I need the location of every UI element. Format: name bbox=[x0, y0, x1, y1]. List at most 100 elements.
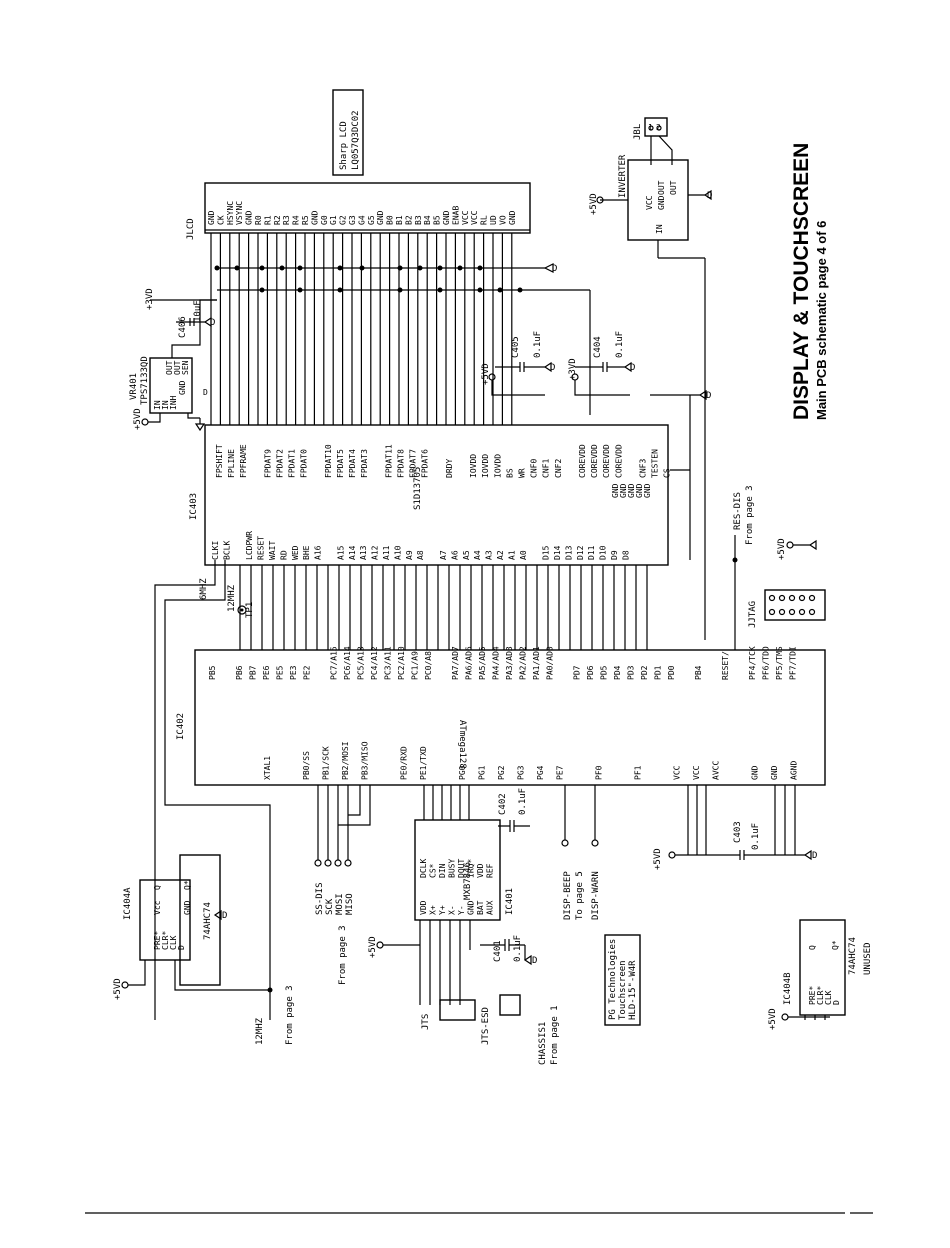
jlcd-pin-label: G0 bbox=[320, 215, 329, 225]
ic403-pin-label: WAIT bbox=[268, 541, 277, 560]
ic402-pin-label: PC6/A14 bbox=[343, 646, 352, 680]
ic401-label: IC401 bbox=[505, 888, 515, 915]
ic403-pin-label: A0 bbox=[519, 550, 528, 560]
inverter-out2: OUT bbox=[669, 180, 678, 195]
ic402-pin-label: PD1 bbox=[654, 665, 663, 680]
ic403-pin-label: WR bbox=[518, 468, 527, 478]
inverter-vcc: VCC bbox=[645, 195, 654, 210]
ic403-pin-label: A2 bbox=[496, 550, 505, 560]
ic402-pin-label: PC4/A12 bbox=[370, 646, 379, 680]
ic403-part-label: S1D13705 bbox=[413, 467, 423, 510]
jlcd-pin-label: R2 bbox=[273, 215, 282, 225]
ic403-pin-label: A3 bbox=[485, 550, 494, 560]
ic403-s1d13705 bbox=[204, 424, 669, 566]
c406-value: 10uF bbox=[193, 300, 203, 322]
gnd-symbol-jlcd: D bbox=[552, 264, 557, 274]
ic403-pin-label: A9 bbox=[405, 550, 414, 560]
svg-text:OUT: OUT bbox=[173, 360, 182, 375]
ic401-5v-label: +5VD bbox=[368, 936, 378, 958]
jlcd-pin-label: VO bbox=[498, 215, 507, 225]
ic403-pin-label: A12 bbox=[371, 545, 380, 560]
ic402-pin-label: PG3 bbox=[517, 765, 526, 780]
ic403-pin-label: FPDAT11 bbox=[384, 444, 393, 478]
gnd-symbol-ic403: D bbox=[706, 391, 711, 401]
svg-text:Q: Q bbox=[808, 945, 817, 950]
ic402-pin-label: PC7/A15 bbox=[330, 646, 339, 680]
ic402-pin-label: PA6/AD6 bbox=[465, 646, 474, 680]
ic401-pin-label: REF bbox=[486, 863, 495, 878]
ic403-pin-label: A10 bbox=[393, 545, 402, 560]
ic403-pin-label: FPDAT0 bbox=[300, 449, 309, 478]
to-page5-label: To page 5 bbox=[575, 871, 585, 920]
ic401-pin-label: X- bbox=[448, 905, 457, 915]
ic402-pin-label: PG4 bbox=[536, 765, 545, 780]
jbl-label: JBL bbox=[633, 124, 643, 140]
ic403-pin-label: D14 bbox=[553, 545, 562, 560]
jlcd-pin-label: ENAB bbox=[451, 206, 460, 225]
jlcd-pin-label: GND bbox=[442, 210, 451, 225]
gnd-symbol-ic404a: D bbox=[222, 911, 227, 921]
inverter-label: INVERTER bbox=[618, 154, 628, 198]
jlcd-pin-label: UD bbox=[489, 215, 498, 225]
gnd-symbol-vr401: D bbox=[203, 388, 208, 397]
ic403-pin-label: D12 bbox=[576, 545, 585, 560]
ic402-pin-label: PC0/A8 bbox=[424, 651, 433, 680]
jjtag-pins bbox=[768, 594, 816, 616]
ic403-pin-label: D8 bbox=[621, 550, 630, 560]
ic403-pin-label: A6 bbox=[450, 550, 459, 560]
ic403-pin-label: COREVDD bbox=[614, 444, 623, 478]
jlcd-pin-label: B5 bbox=[433, 215, 442, 225]
ic404b-label: IC404B bbox=[783, 972, 793, 1005]
ic402-pin-label: PB5 bbox=[208, 665, 217, 680]
jlcd-pin-label: R1 bbox=[263, 215, 272, 225]
svg-text:OUT: OUT bbox=[165, 360, 174, 375]
ic403-pin-label: A7 bbox=[439, 550, 448, 560]
ic401-pin-label: Y+ bbox=[438, 905, 447, 915]
jts-connector bbox=[439, 999, 476, 1021]
ic402-pin-label: PA7/AD7 bbox=[451, 646, 460, 680]
ic402-pin-label: GND bbox=[751, 765, 760, 780]
ic403-pin-label: LCDPWR bbox=[245, 531, 254, 560]
svg-text:GND: GND bbox=[619, 483, 628, 498]
ic402-pin-label: PF6/TDO bbox=[762, 646, 771, 680]
svg-text:CLK: CLK bbox=[169, 935, 178, 950]
vr401-part-label: TPS7133QD bbox=[140, 356, 150, 405]
ic403-label: IC403 bbox=[189, 493, 199, 520]
svg-text:D: D bbox=[177, 945, 186, 950]
ic403-pin-label: FPDAT2 bbox=[276, 449, 285, 478]
jts-label: JTS bbox=[421, 1014, 431, 1030]
disp-warn-label: DISP-WARN bbox=[591, 871, 601, 920]
ic401-pin-label: BAT bbox=[476, 900, 485, 915]
ic402-pin-label: PA3/AD3 bbox=[505, 646, 514, 680]
jlcd-pin-label: RL bbox=[480, 215, 489, 225]
ic403-pin-label: DRDY bbox=[445, 459, 454, 478]
ic403-pin-label: A1 bbox=[507, 550, 516, 560]
svg-text:PRE*: PRE* bbox=[153, 931, 162, 950]
ic403-pin-label: A5 bbox=[462, 550, 471, 560]
ic403-pin-label: FPDAT9 bbox=[263, 449, 272, 478]
ic403-pin-label: A4 bbox=[473, 550, 482, 560]
sck-label: SCK bbox=[325, 898, 335, 915]
svg-text:GND: GND bbox=[183, 900, 192, 915]
svg-text:D: D bbox=[832, 1000, 841, 1005]
ic403-pin-label: A14 bbox=[348, 545, 357, 560]
ic402-pin-label: PC1/A9 bbox=[411, 651, 420, 680]
chassis-label: CHASSIS1 bbox=[538, 1022, 548, 1065]
ic403-pin-label: A16 bbox=[314, 545, 323, 560]
gnd-symbol-ic401: D bbox=[532, 956, 537, 966]
ic403-pin-label: FPDAT1 bbox=[288, 449, 297, 478]
svg-text:CLR*: CLR* bbox=[816, 986, 825, 1005]
ic402-pin-label: PD4 bbox=[613, 665, 622, 680]
ic401-part-label: MXB7846 bbox=[463, 862, 473, 900]
ic402-pin-label: PC2/A10 bbox=[397, 646, 406, 680]
svg-text:Q: Q bbox=[153, 885, 162, 890]
touchscreen-vendor: PG Technologies bbox=[608, 939, 618, 1020]
jlcd-pin-label: B0 bbox=[386, 215, 395, 225]
ic402-part-label: ATmega128 bbox=[457, 720, 467, 769]
ic402-pin-label: PG0 bbox=[458, 765, 467, 780]
ic403-pin-label: CLKI bbox=[211, 541, 220, 560]
c404-label: C404 bbox=[593, 336, 603, 358]
